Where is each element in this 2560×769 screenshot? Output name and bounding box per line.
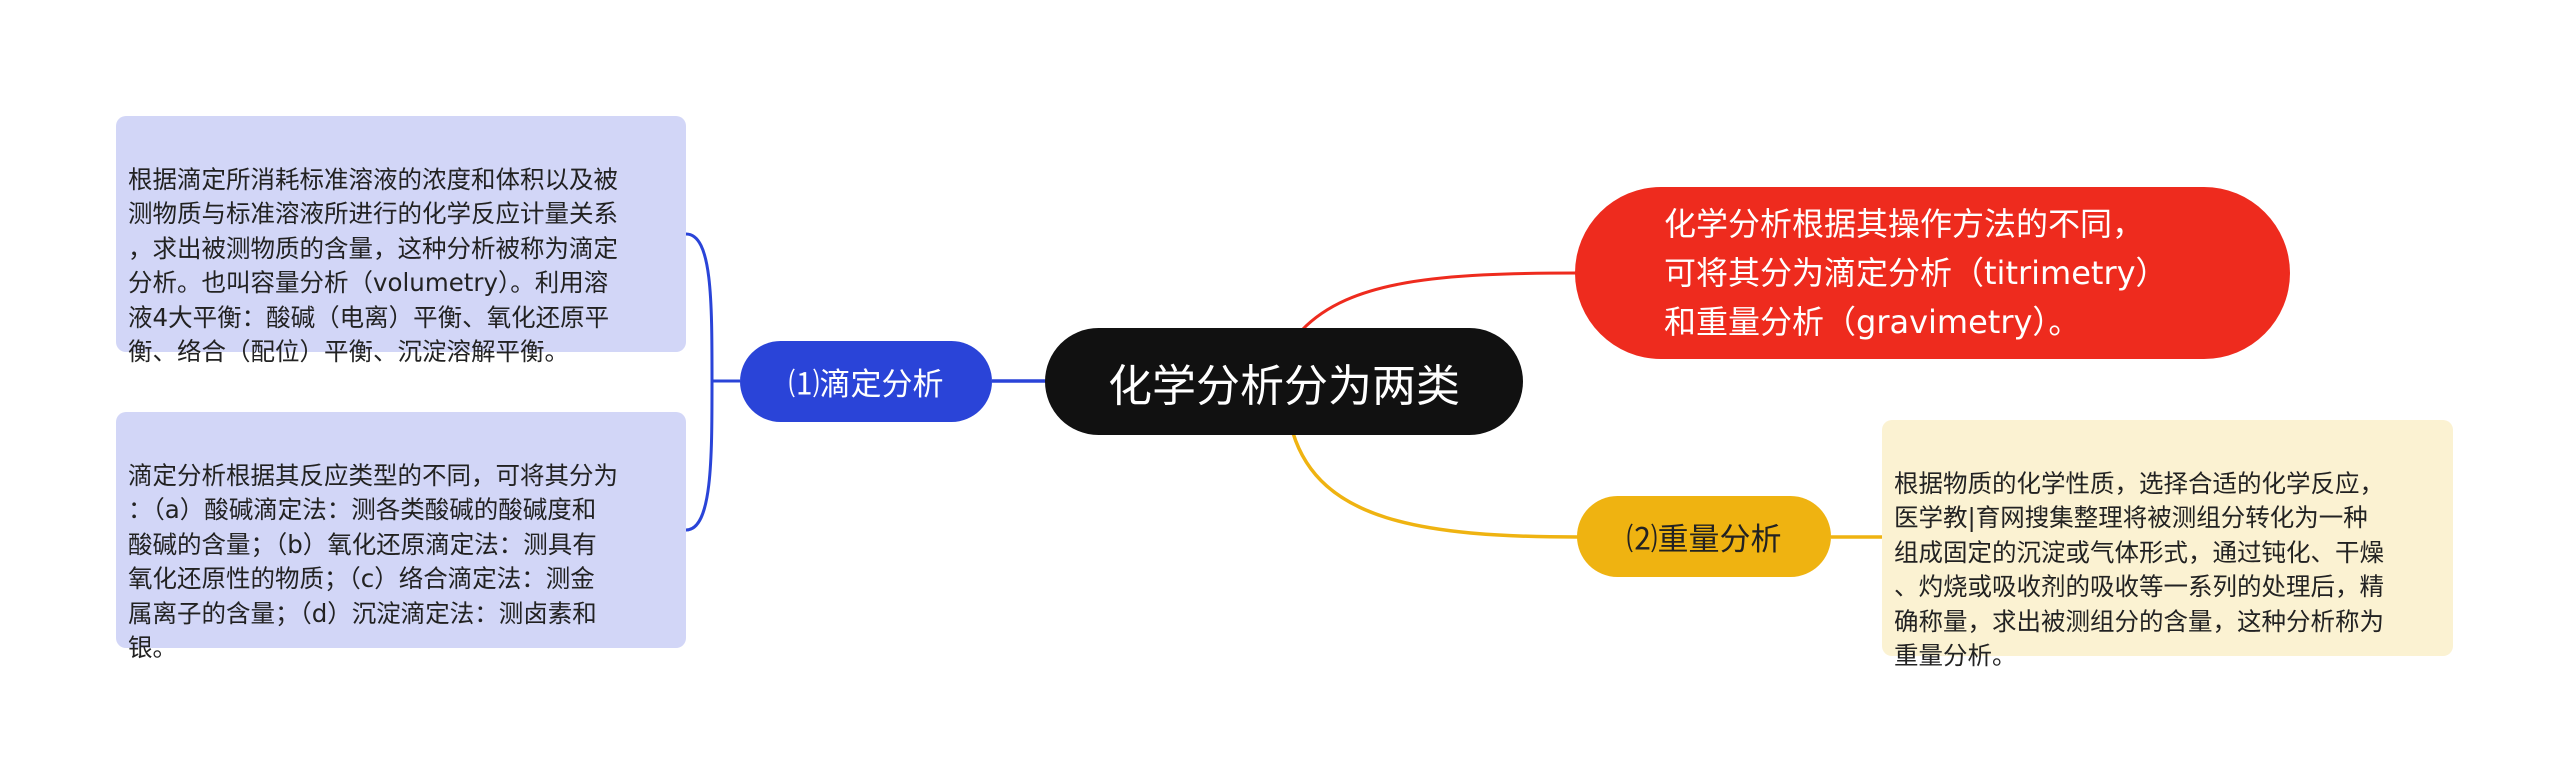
connector-titration-card-2 (685, 380, 714, 532)
definition-node[interactable]: 化学分析根据其操作方法的不同， 可将其分为滴定分析（titrimetry） 和重… (1575, 187, 2290, 359)
gravimetry-definition-card[interactable]: 根据物质的化学性质，选择合适的化学反应， 医学教|育网搜集整理将被测组分转化为一… (1882, 420, 2453, 670)
definition-text: 化学分析根据其操作方法的不同， 可将其分为滴定分析（titrimetry） 和重… (1664, 204, 2168, 341)
gravimetry-topic-label: ⑵重量分析 (1626, 522, 1782, 558)
titration-definition-card[interactable]: 根据滴定所消耗标准溶液的浓度和体积以及被 测物质与标准溶液所进行的化学反应计量关… (116, 116, 686, 366)
root-topic[interactable]: 化学分析分为两类 (1045, 328, 1523, 435)
connector-titration-card-1 (685, 232, 714, 382)
root-topic-label: 化学分析分为两类 (1108, 360, 1460, 412)
titration-types-text: 滴定分析根据其反应类型的不同，可将其分为 ：（a）酸碱滴定法：测各类酸碱的酸碱度… (128, 460, 618, 663)
titration-topic[interactable]: ⑴滴定分析 (740, 341, 992, 422)
titration-topic-label: ⑴滴定分析 (788, 367, 944, 403)
gravimetry-definition-text: 根据物质的化学性质，选择合适的化学反应， 医学教|育网搜集整理将被测组分转化为一… (1894, 468, 2384, 671)
titration-definition-text: 根据滴定所消耗标准溶液的浓度和体积以及被 测物质与标准溶液所进行的化学反应计量关… (128, 164, 618, 367)
connector-root-definition (1300, 271, 1579, 332)
titration-types-card[interactable]: 滴定分析根据其反应类型的不同，可将其分为 ：（a）酸碱滴定法：测各类酸碱的酸碱度… (116, 412, 686, 662)
connector-root-gravimetry (1291, 432, 1579, 539)
gravimetry-topic[interactable]: ⑵重量分析 (1577, 496, 1831, 577)
